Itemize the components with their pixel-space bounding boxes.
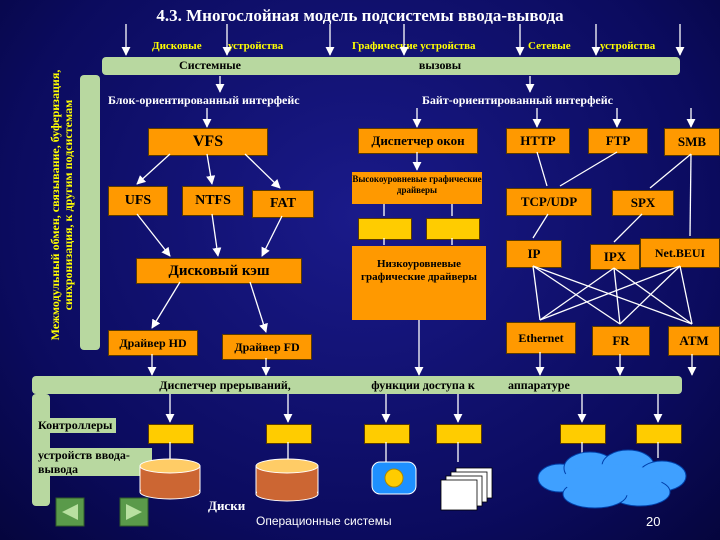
controller-5 [560,424,606,444]
line-nb-fr [619,265,681,325]
arrow-ntfs-cache [211,213,222,257]
label-network: Сетевые [528,40,571,52]
smb-box: SMB [664,128,720,156]
nav-prev-icon [55,497,85,527]
side-bar [80,75,100,350]
line-tcp-ip [532,213,549,239]
high-level-drivers: Высокоуровневые графические драйверы [352,172,482,204]
gfx-block-2 [426,218,480,240]
controller-4 [436,424,482,444]
line-ipx-eth [539,267,615,321]
syscall-right-label: вызовы [418,58,462,72]
page-number: 20 [646,514,661,529]
network-cloud-icon [537,449,687,509]
window-manager-box: Диспетчер окон [358,128,478,154]
bottom-bar-part3: аппаратуре [508,378,570,392]
ftp-box: FTP [588,128,648,154]
slide-title: 4.3. Многослойная модель подсистемы ввод… [156,6,564,25]
footer-text: Операционные системы [256,514,392,528]
atm-box: ATM [668,326,720,356]
arrow-ntfs [206,153,216,185]
line-nb-eth [539,265,681,321]
line-ipx-fr [613,267,621,325]
label-devices-1: устройства [228,40,284,52]
syscall-left-label: Системные [179,58,241,72]
ethernet-box: Ethernet [506,322,576,354]
fat-box: FAT [252,190,314,218]
ufs-box: UFS [108,186,168,216]
display-device-icon [371,461,417,495]
bottom-bar-part2: функции доступа к [371,378,475,392]
arrow-fat [244,153,281,189]
arrow-cache-hd [151,281,181,329]
spx-box: SPX [612,190,674,216]
arrow-ufs-cache [136,213,171,257]
io-devices-label: устройств ввода-вывода [34,448,152,476]
gfx-block-1 [358,218,412,240]
controller-6 [636,424,682,444]
arrow-cache-fd [249,281,268,333]
line-ipx-atm [613,267,693,325]
label-disk: Дисковые [152,40,202,52]
disks-label: Диски [208,498,246,513]
controllers-label: Контроллеры [34,418,117,433]
disk-2-icon [255,458,319,502]
tcpudp-box: TCP/UDP [506,188,592,216]
syscall-bar [102,57,680,75]
vfs-box: VFS [148,128,268,156]
controller-3 [364,424,410,444]
line-spx-ipx [613,213,643,243]
ntfs-box: NTFS [182,186,244,216]
nav-next-icon [119,497,149,527]
arrow-ufs [136,153,171,185]
line-http-tcp [536,151,548,187]
pages-device-icon [440,467,493,511]
driver-fd-box: Драйвер FD [222,334,312,360]
low-level-drivers: Низкоуровневые графические драйверы [352,246,486,320]
line-nb-atm [679,265,693,325]
controller-2 [266,424,312,444]
line-ip-atm [532,265,693,325]
label-graphic: Графические устройства [352,40,476,52]
disk-cache-box: Дисковый кэш [136,258,302,284]
block-interface-label: Блок-ориентированный интерфейс [108,93,300,107]
driver-hd-box: Драйвер HD [108,330,198,356]
ip-box: IP [506,240,562,268]
disk-1-icon [139,458,201,500]
line-ftp-tcp [559,151,618,187]
bottom-bar-part1: Диспетчер прерываний, [159,378,291,392]
arrow-fat-cache [261,215,283,257]
line-ip-eth [532,265,541,321]
hardware-access-bar [32,376,682,394]
label-devices-2: устройства [600,40,656,52]
line-smb-spx [649,153,692,189]
byte-interface-label: Байт-ориентированный интерфейс [422,93,613,107]
fr-box: FR [592,326,650,356]
controller-1 [148,424,194,444]
line-smb-netbeui [689,153,692,237]
